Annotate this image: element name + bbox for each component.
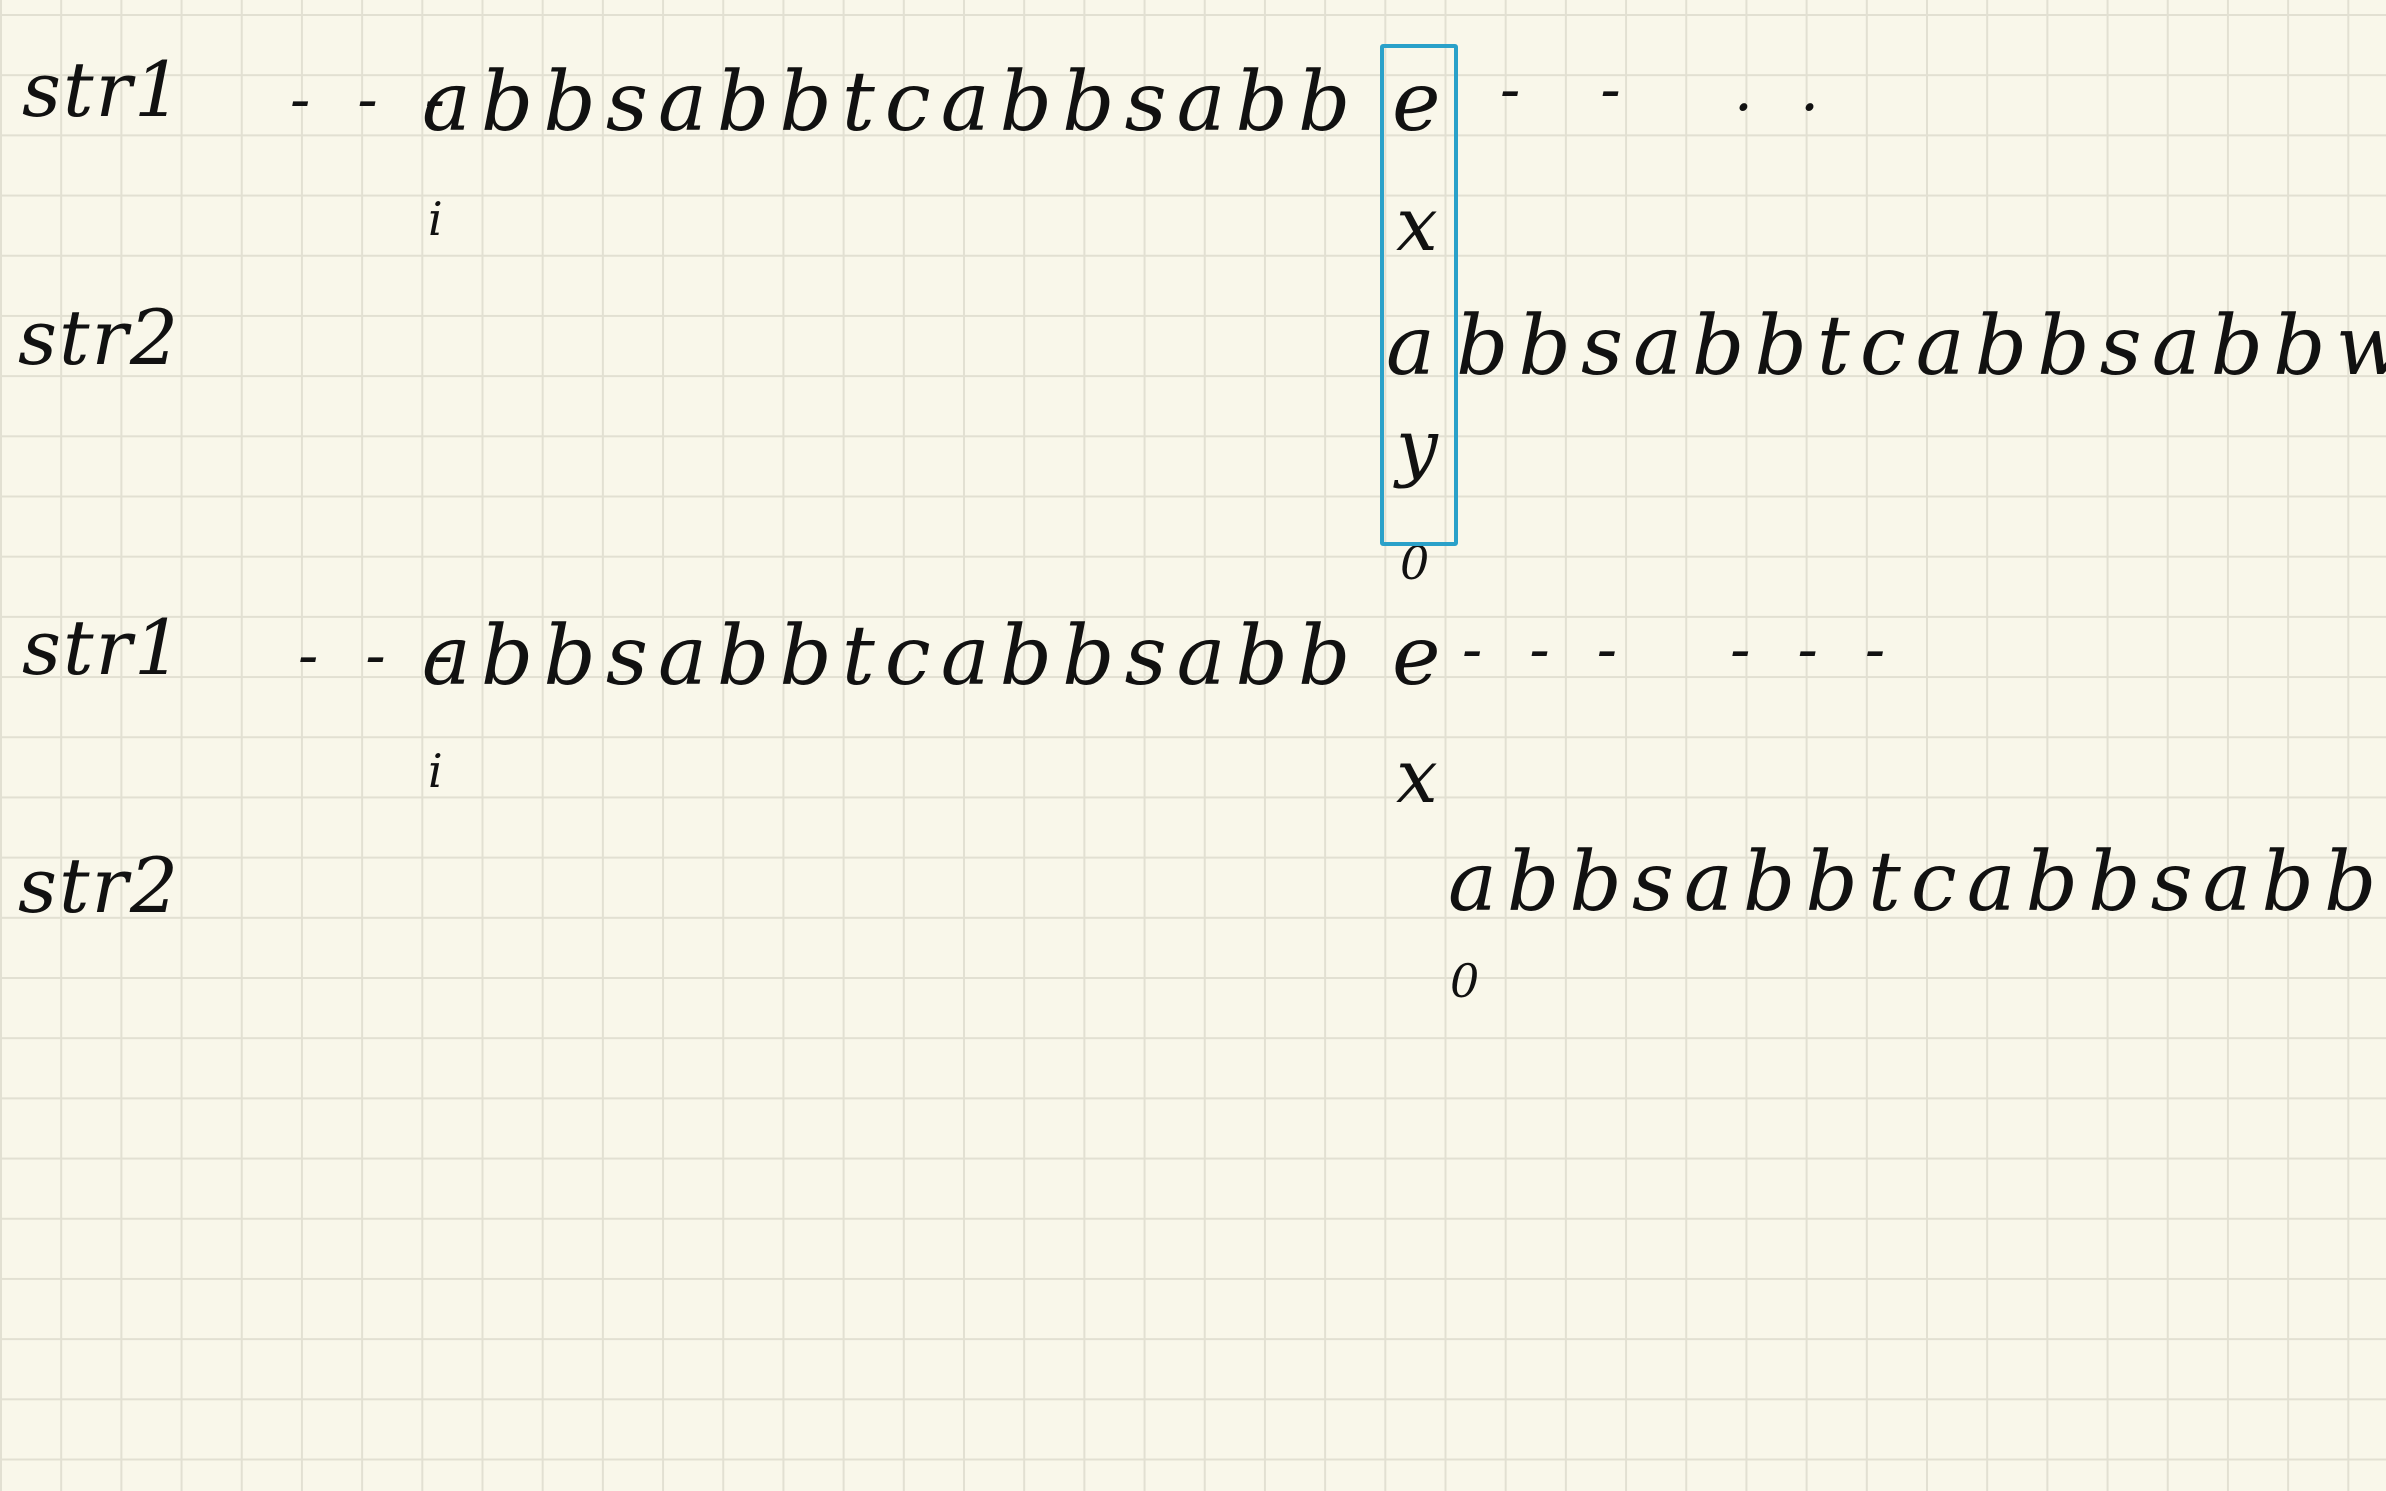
bottom-str1-highlight-char: e — [1392, 609, 1451, 704]
top-str2-label: str2 — [18, 293, 181, 382]
bottom-str2-sequence: abbsabbtcabbsabb — [1448, 835, 2386, 930]
top-str2-first-char: a — [1386, 299, 1445, 394]
bottom-str1-index-i: i — [428, 744, 443, 798]
bottom-str1-sequence: abbsabbtcabbsabb — [422, 609, 1361, 704]
bottom-mismatch-char-x: x — [1396, 734, 1438, 820]
bottom-str2-index-zero: 0 — [1450, 954, 1480, 1008]
top-str1-prefix-dots: - - - — [290, 65, 459, 135]
top-str1-index-i: i — [428, 192, 443, 246]
bottom-str1-trailing-dots: - - - - - - — [1462, 615, 1900, 685]
top-str1-sequence: abbsabbtcabbsabb — [422, 55, 1361, 150]
bottom-str2-label: str2 — [18, 841, 181, 930]
top-highlight-char-y: y — [1396, 404, 1438, 490]
bottom-str1-prefix-dots: - - - — [298, 621, 467, 691]
top-str1-trailing-dots: - - . . — [1500, 55, 1834, 125]
highlight-box — [1380, 44, 1458, 546]
top-str2-index-zero: 0 — [1400, 536, 1430, 590]
top-str1-label: str1 — [22, 45, 185, 134]
bottom-str1-label: str1 — [22, 603, 185, 692]
top-str1-highlight-char: e — [1392, 55, 1451, 150]
top-highlight-char-x: x — [1396, 182, 1438, 268]
top-str2-sequence: bbsabbtcabbsabbw — [1456, 299, 2386, 394]
